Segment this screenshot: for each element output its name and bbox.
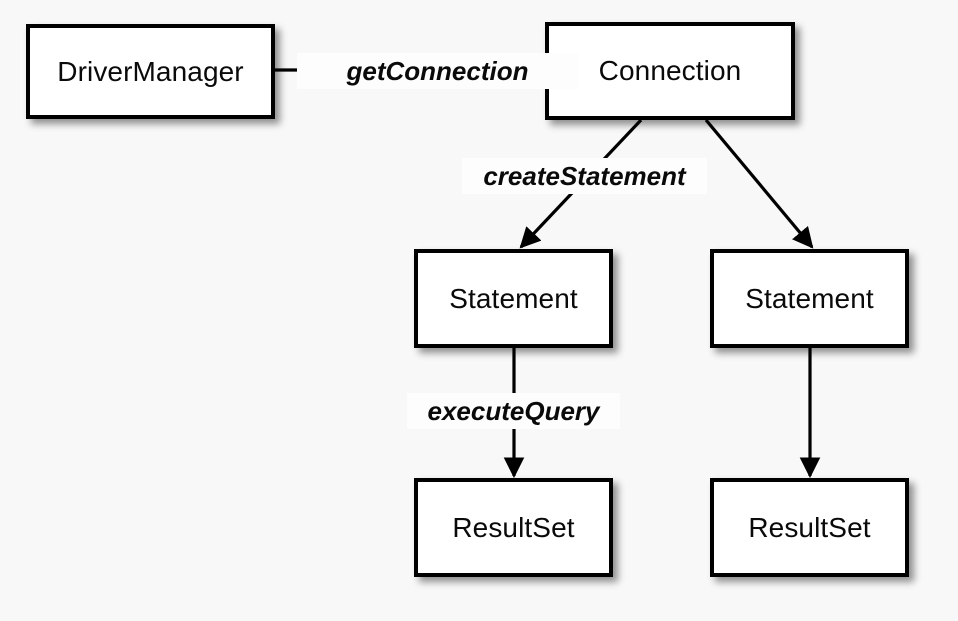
node-statement-right-label: Statement xyxy=(745,282,874,314)
edge-label-get-connection-text: getConnection xyxy=(346,56,529,86)
edge-label-create-statement-text: createStatement xyxy=(483,161,686,191)
node-connection-label: Connection xyxy=(598,55,742,86)
node-resultset-right[interactable]: ResultSet xyxy=(710,478,909,577)
node-driver-manager[interactable]: DriverManager xyxy=(26,24,275,119)
edge-label-execute-query-text: executeQuery xyxy=(427,396,600,426)
edge-label-get-connection: getConnection xyxy=(297,53,578,89)
node-statement-left[interactable]: Statement xyxy=(414,249,613,348)
node-statement-right[interactable]: Statement xyxy=(710,249,909,348)
edge-label-create-statement: createStatement xyxy=(462,158,707,194)
node-driver-manager-label: DriverManager xyxy=(57,55,244,87)
node-resultset-left-label: ResultSet xyxy=(452,511,575,543)
edge-connection-to-statement-right xyxy=(704,118,814,249)
node-statement-left-label: Statement xyxy=(449,282,578,314)
node-resultset-left[interactable]: ResultSet xyxy=(414,478,613,577)
edge-label-execute-query: executeQuery xyxy=(407,393,620,429)
node-connection[interactable]: Connection xyxy=(545,22,795,120)
node-resultset-right-label: ResultSet xyxy=(748,511,871,543)
